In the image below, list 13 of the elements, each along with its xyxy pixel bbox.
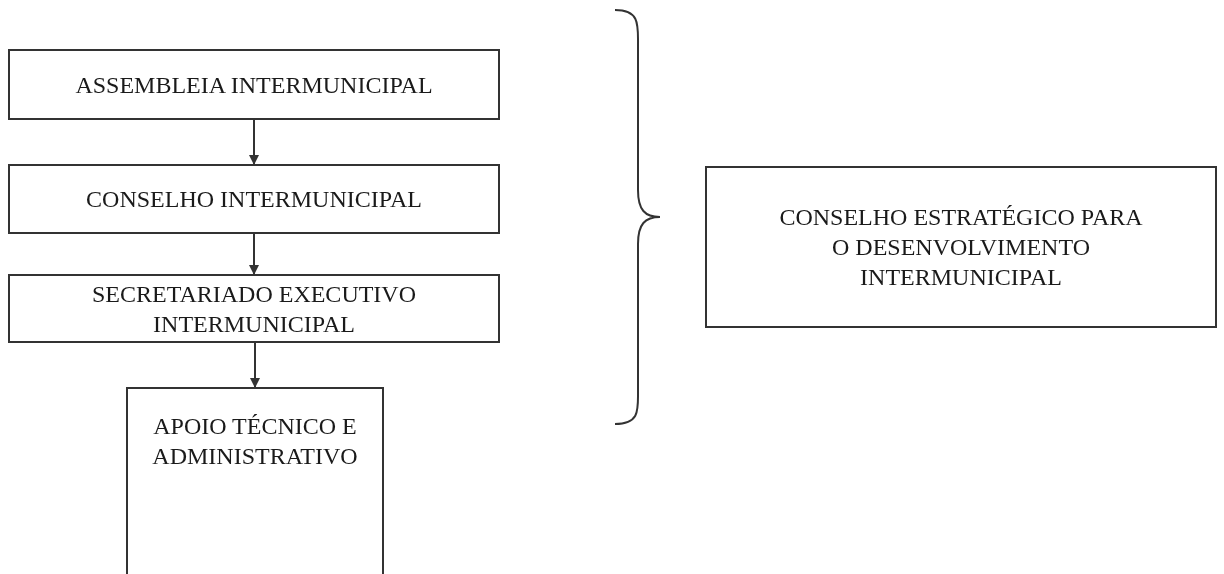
box-label: CONSELHO ESTRATÉGICO PARA O DESENVOLVIMENTO INTERMUNICIPAL [778,203,1144,292]
arrow [249,119,259,165]
box-label: APOIO TÉCNICO E ADMINISTRATIVO [151,412,359,471]
org-box [8,274,500,343]
org-box [8,164,500,234]
arrow [249,233,259,275]
org-box [8,49,500,120]
org-box [126,387,384,574]
arrow [250,342,260,388]
box-label: ASSEMBLEIA INTERMUNICIPAL [74,70,434,100]
org-box [705,166,1217,328]
box-label: SECRETARIADO EXECUTIVO INTERMUNICIPAL [90,279,418,339]
box-label: CONSELHO INTERMUNICIPAL [85,185,423,214]
